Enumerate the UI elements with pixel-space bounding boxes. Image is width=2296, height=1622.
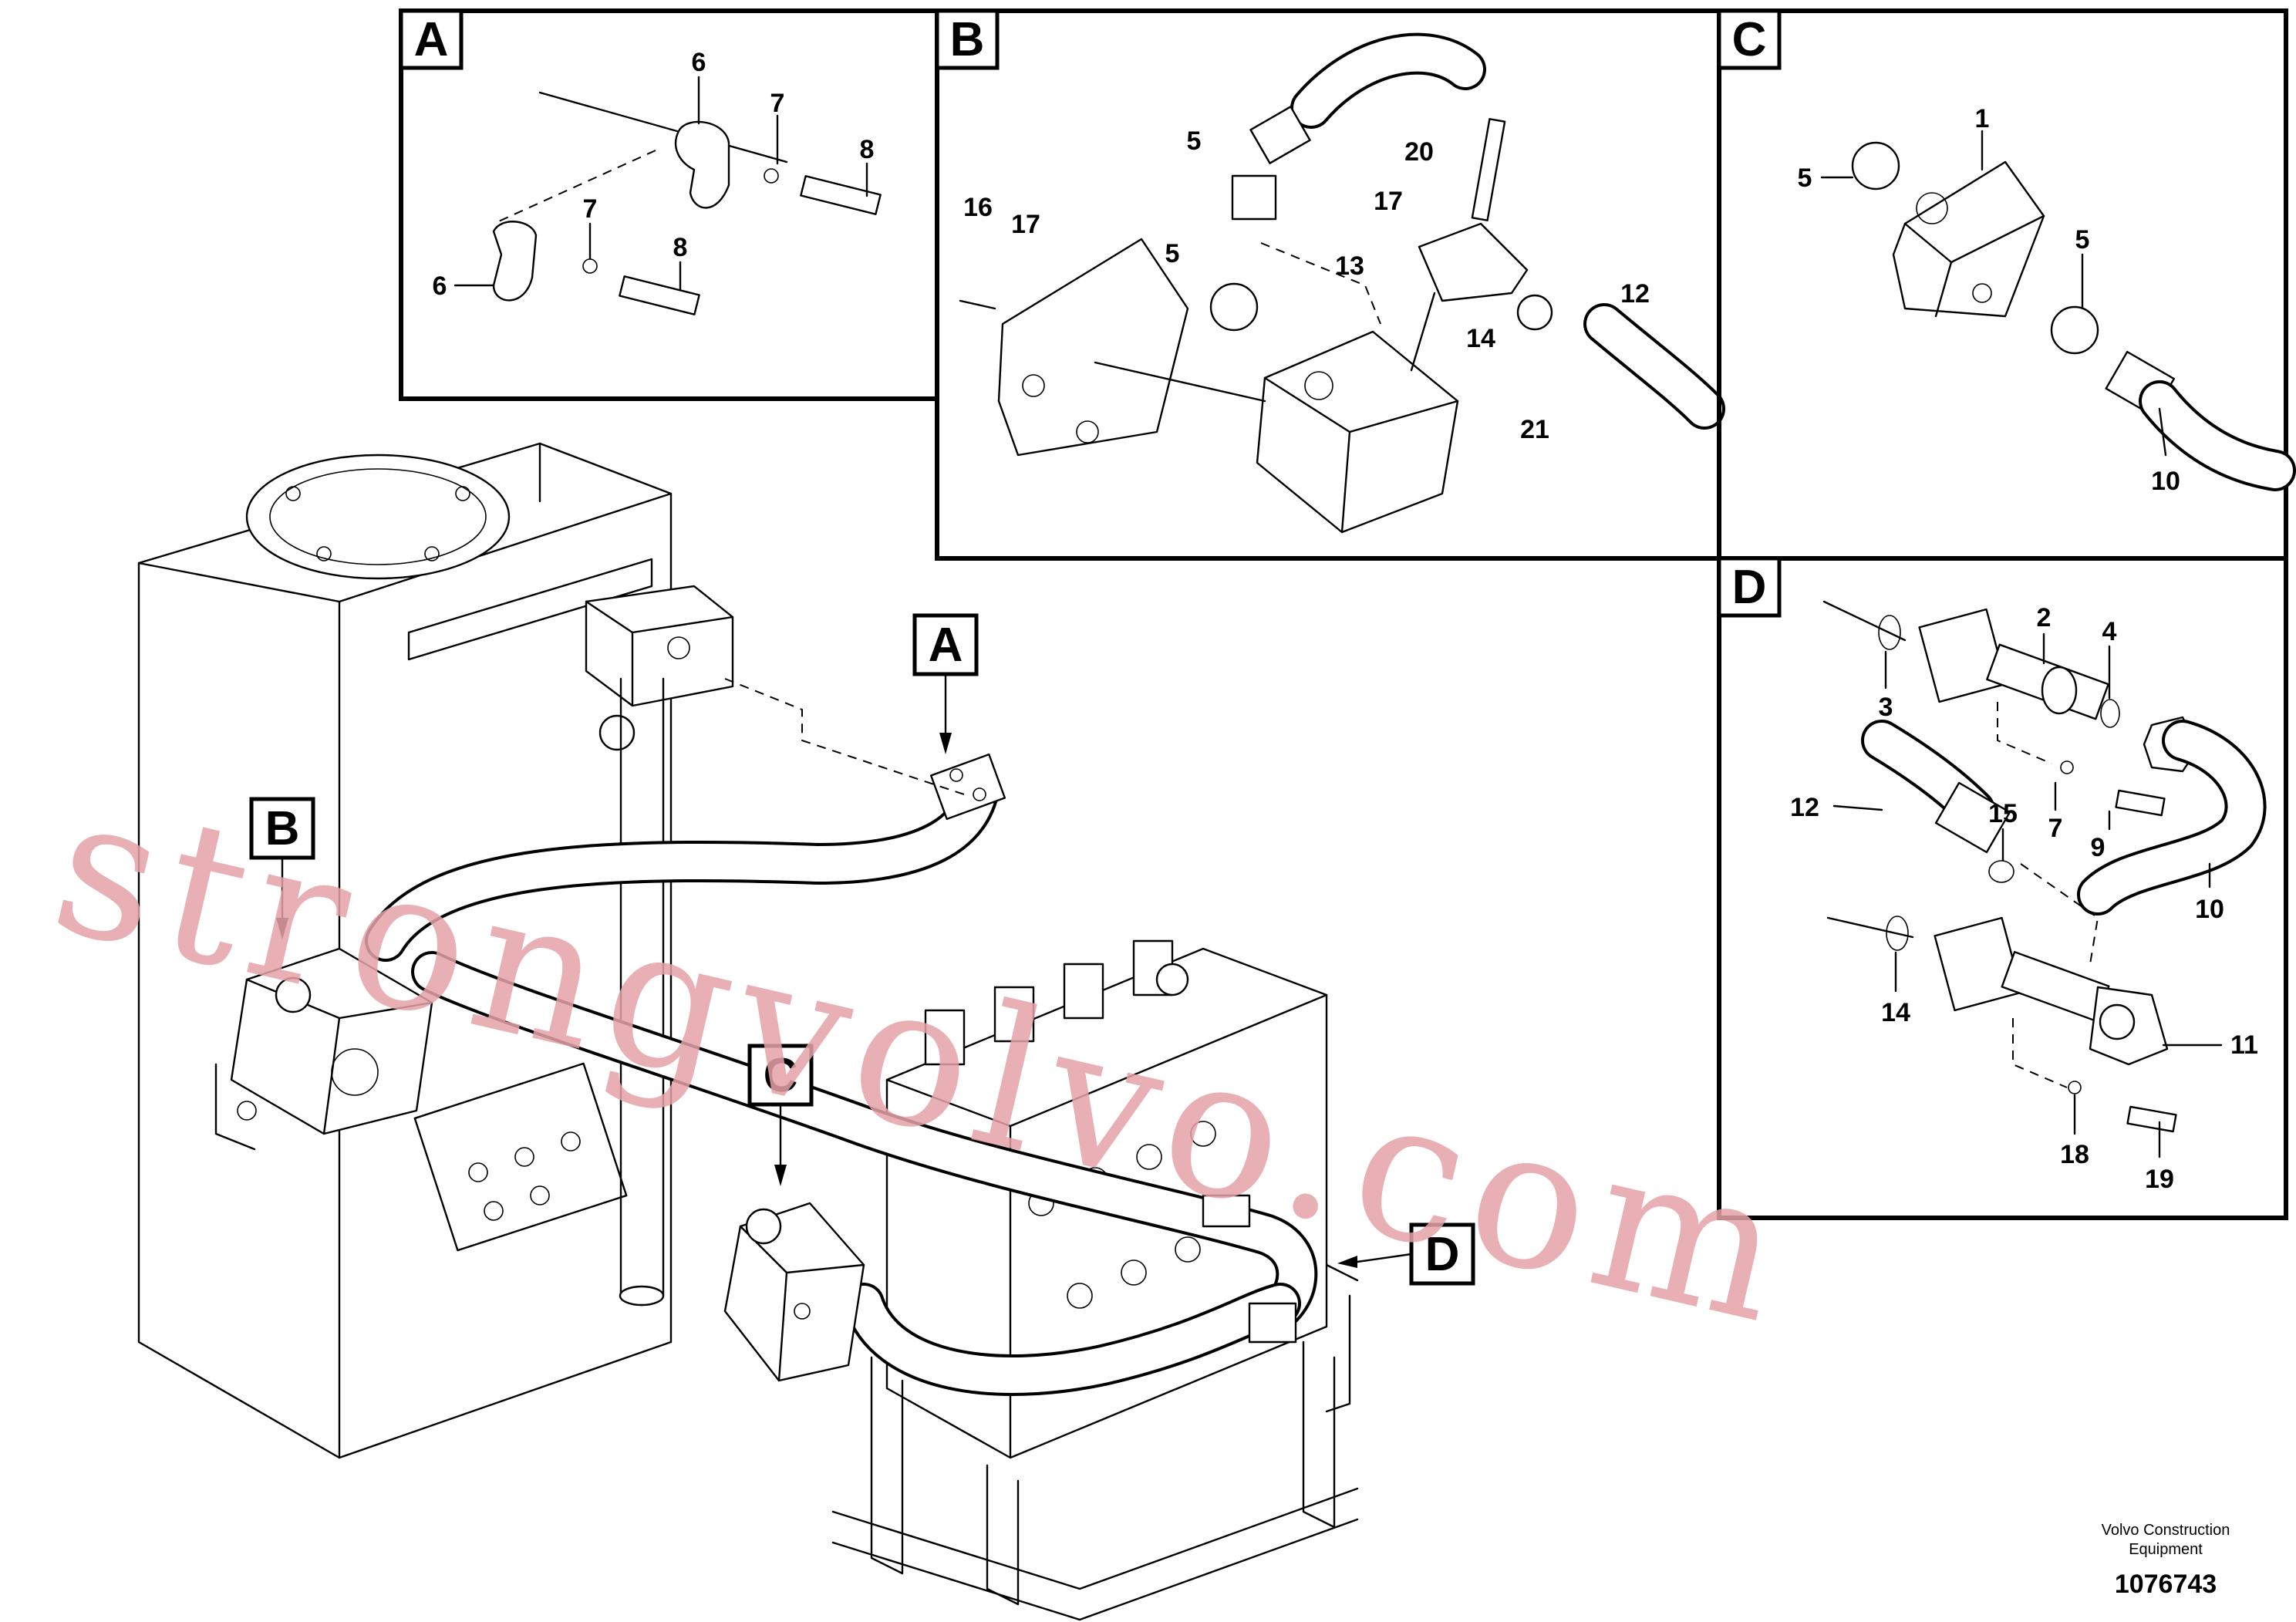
svg-text:10: 10 bbox=[2151, 467, 2180, 496]
detail-b: B 5 16 17 5 20 17 13 14 12 21 bbox=[935, 8, 1725, 561]
svg-text:C: C bbox=[764, 1049, 798, 1102]
svg-text:17: 17 bbox=[1374, 187, 1403, 216]
svg-text:7: 7 bbox=[770, 89, 785, 118]
svg-text:12: 12 bbox=[1790, 793, 1819, 822]
main-assembly bbox=[137, 442, 1359, 1621]
detail-a: A 6 7 8 7 8 6 bbox=[399, 8, 939, 401]
svg-text:A: A bbox=[414, 13, 449, 66]
caption-block: Volvo Construction Equipment 1076743 bbox=[2102, 1522, 2230, 1599]
svg-text:12: 12 bbox=[1620, 279, 1650, 309]
svg-text:3: 3 bbox=[1879, 693, 1893, 722]
adapter-block-c bbox=[723, 1202, 865, 1382]
hose-lines bbox=[365, 678, 1318, 1396]
svg-text:D: D bbox=[1425, 1228, 1460, 1281]
main-tag-a: A bbox=[912, 613, 979, 754]
svg-text:14: 14 bbox=[1466, 324, 1495, 353]
svg-text:19: 19 bbox=[2145, 1165, 2174, 1194]
main-tag-d: D bbox=[1337, 1222, 1475, 1286]
main-tag-c: C bbox=[747, 1044, 814, 1186]
svg-text:6: 6 bbox=[433, 271, 447, 301]
caption-line2: Equipment bbox=[2129, 1541, 2203, 1558]
hydraulic-tank bbox=[137, 442, 734, 1459]
svg-text:6: 6 bbox=[692, 48, 706, 77]
svg-text:8: 8 bbox=[673, 233, 688, 262]
svg-text:B: B bbox=[950, 13, 985, 66]
svg-text:2: 2 bbox=[2037, 603, 2052, 632]
main-tag-b: B bbox=[249, 797, 315, 939]
drawing-number: 1076743 bbox=[2115, 1570, 2217, 1599]
adapter-block-b bbox=[214, 947, 433, 1151]
svg-text:5: 5 bbox=[2075, 225, 2090, 255]
svg-text:B: B bbox=[265, 802, 300, 855]
svg-text:13: 13 bbox=[1335, 251, 1364, 281]
svg-text:5: 5 bbox=[1798, 164, 1812, 193]
svg-text:11: 11 bbox=[2230, 1030, 2258, 1060]
svg-text:A: A bbox=[929, 619, 963, 672]
svg-text:1: 1 bbox=[1975, 104, 1990, 133]
svg-text:17: 17 bbox=[1011, 210, 1040, 239]
svg-text:C: C bbox=[1732, 13, 1767, 66]
svg-text:7: 7 bbox=[2048, 814, 2063, 843]
svg-text:20: 20 bbox=[1404, 137, 1434, 167]
svg-text:8: 8 bbox=[860, 135, 875, 164]
caption-line1: Volvo Construction bbox=[2102, 1522, 2230, 1539]
svg-text:10: 10 bbox=[2195, 895, 2224, 924]
svg-text:D: D bbox=[1732, 561, 1767, 614]
svg-text:5: 5 bbox=[1187, 126, 1202, 156]
detail-d: D 2 bbox=[1717, 556, 2288, 1220]
svg-text:7: 7 bbox=[583, 194, 598, 224]
svg-text:21: 21 bbox=[1520, 415, 1549, 444]
svg-text:14: 14 bbox=[1881, 998, 1910, 1027]
svg-text:15: 15 bbox=[1988, 799, 2018, 828]
svg-text:9: 9 bbox=[2091, 833, 2106, 862]
svg-text:18: 18 bbox=[2060, 1140, 2089, 1169]
svg-text:5: 5 bbox=[1165, 239, 1180, 268]
svg-text:16: 16 bbox=[963, 193, 993, 222]
detail-c: C 1 5 5 10 bbox=[1717, 8, 2296, 561]
svg-text:4: 4 bbox=[2102, 617, 2117, 646]
